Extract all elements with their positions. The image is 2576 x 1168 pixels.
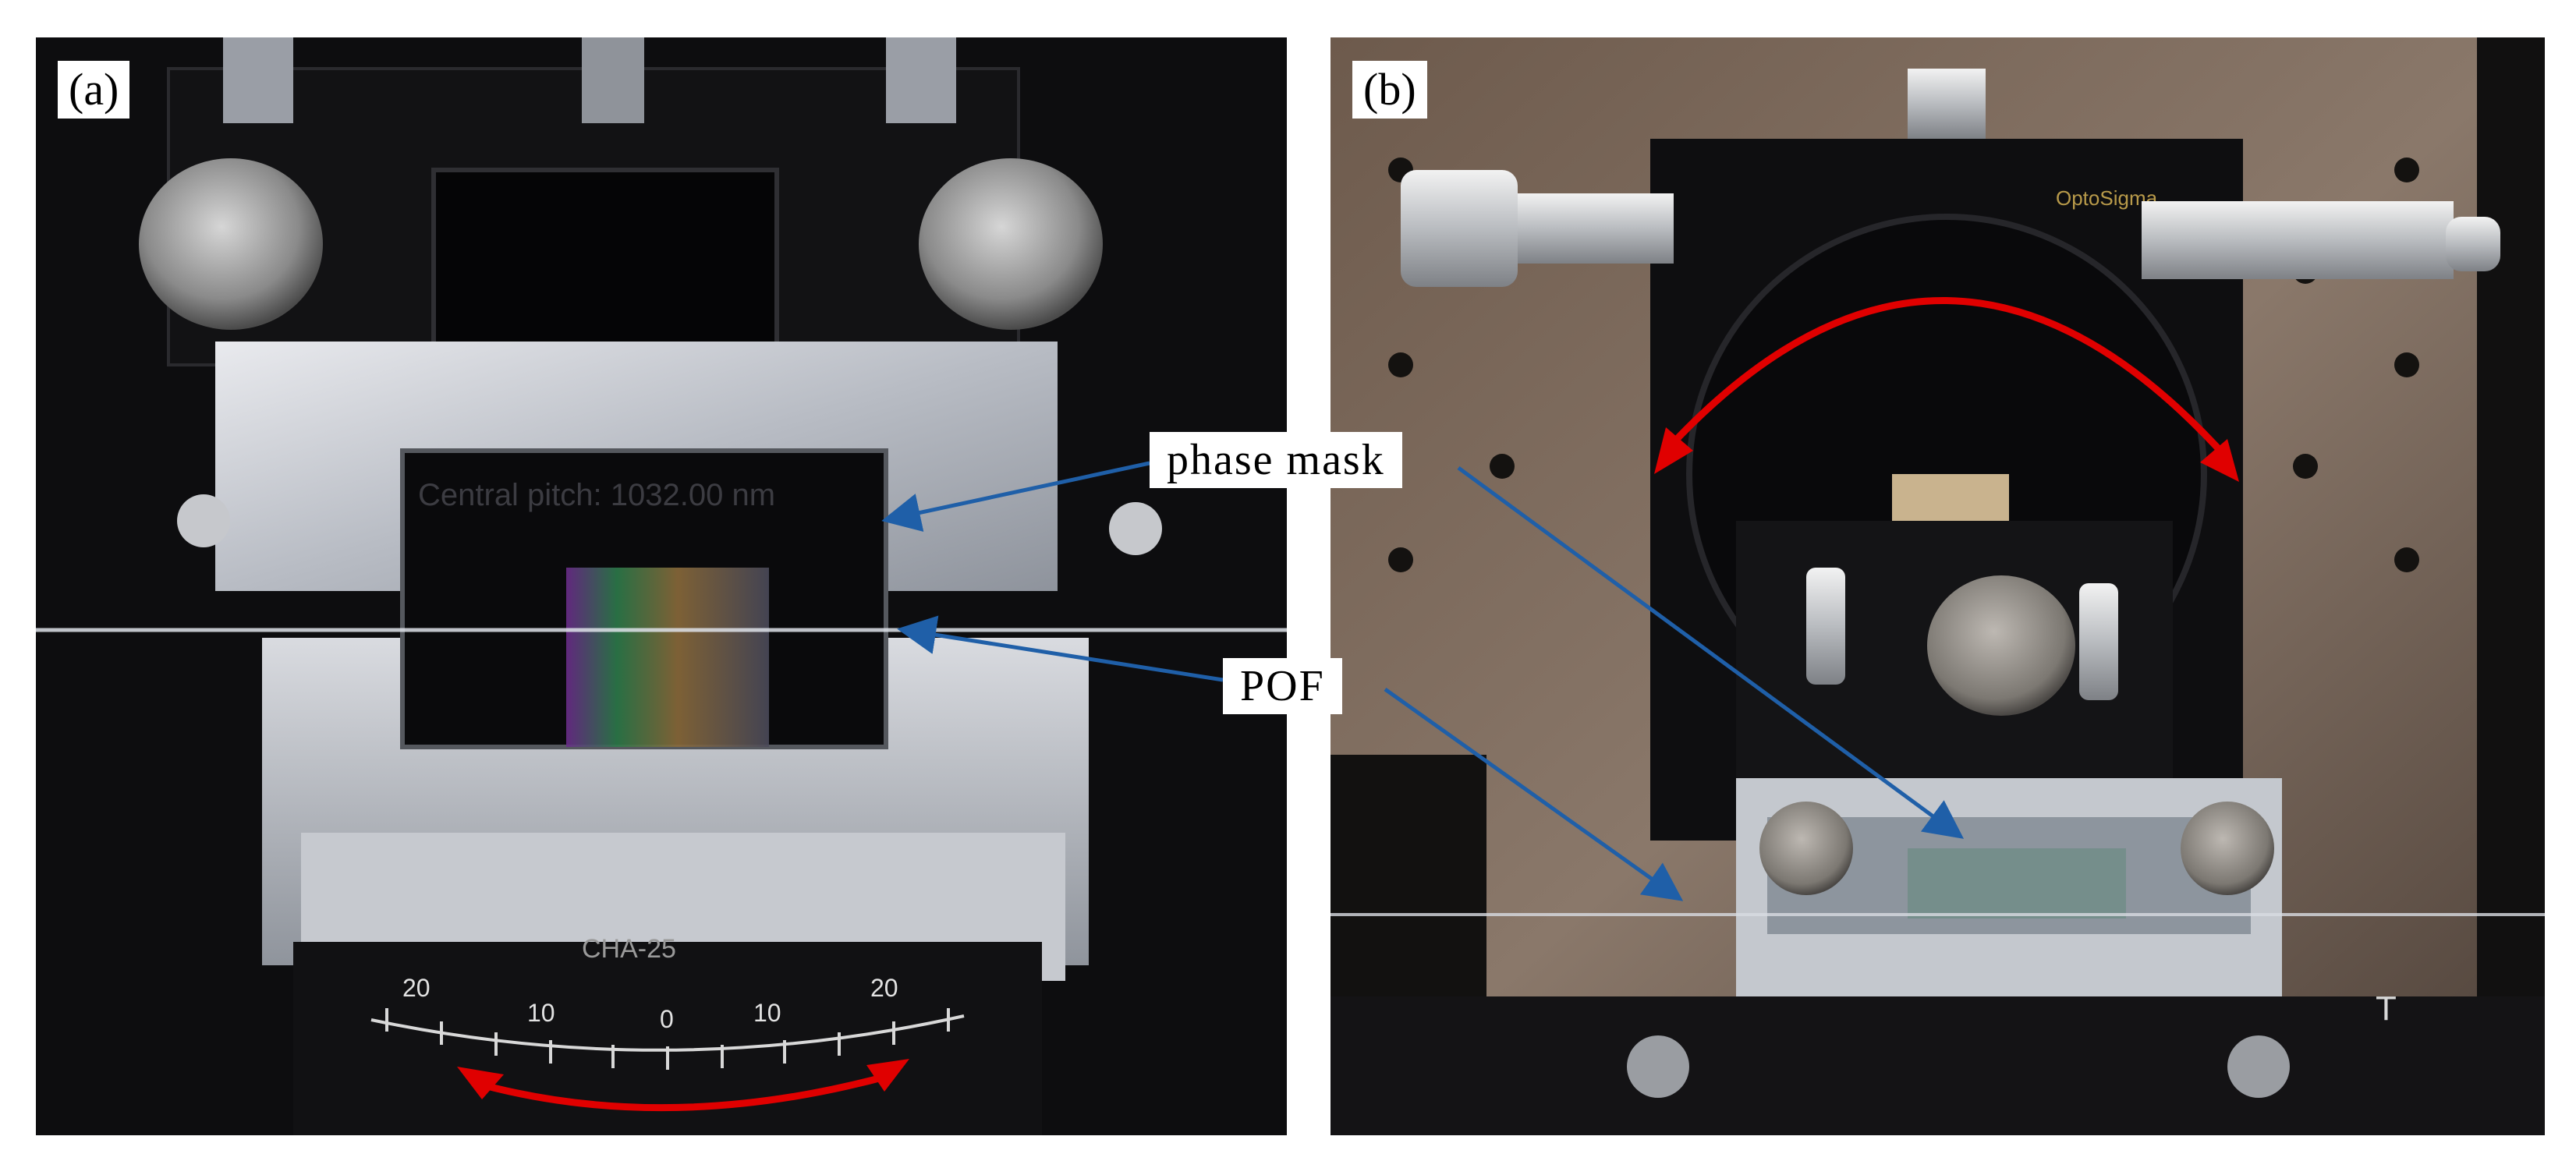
brand-text: OptoSigma [2056, 186, 2158, 210]
scale-tick-10-left: 10 [527, 999, 555, 1027]
photo-panel-a: Central pitch: 1032.00 nm CHA-25 20 10 0… [36, 37, 1287, 1135]
photo-panel-b: OptoSigma T (b) [1331, 37, 2545, 1135]
photo-a-illustration: Central pitch: 1032.00 nm CHA-25 20 10 0… [36, 37, 1287, 1135]
panel-tag-a: (a) [58, 61, 130, 119]
dial-mark: T [2376, 989, 2397, 1028]
stage-model-text: CHA-25 [582, 934, 676, 964]
rotation-arrow-b [1663, 297, 2231, 462]
label-pof: POF [1223, 658, 1342, 714]
panel-tag-b: (b) [1352, 61, 1427, 119]
rotation-arrow-a [471, 1071, 895, 1112]
label-phase-mask: phase mask [1150, 432, 1402, 488]
scale-tick-20-left: 20 [402, 974, 431, 1002]
scale-tick-20-right: 20 [870, 974, 898, 1002]
scale-tick-0: 0 [660, 1005, 674, 1033]
scale-tick-10-right: 10 [753, 999, 781, 1027]
photo-b-illustration: OptoSigma T [1331, 37, 2545, 1135]
mask-engraving: Central pitch: 1032.00 nm [418, 478, 775, 512]
